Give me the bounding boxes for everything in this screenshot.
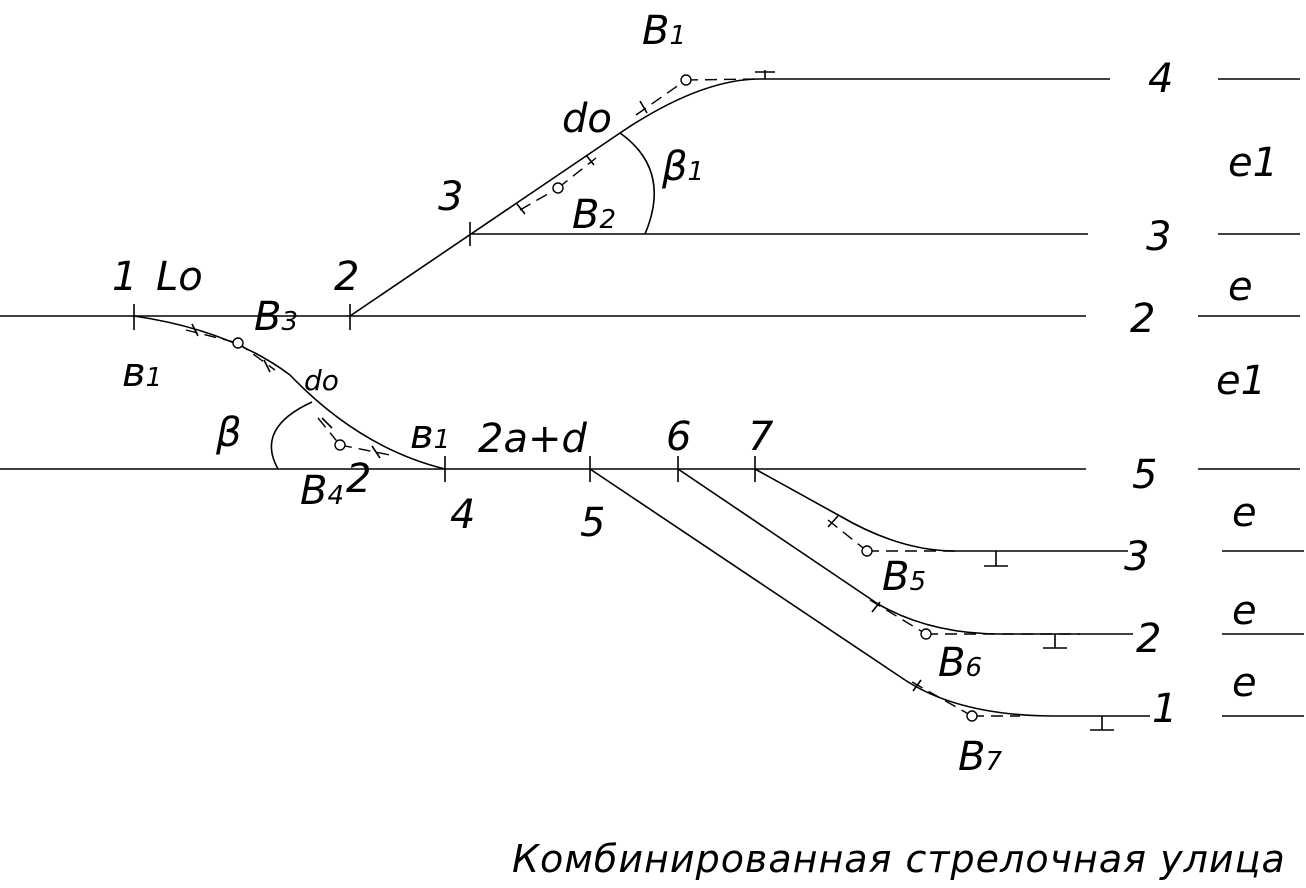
vertex-b7 (966, 710, 978, 722)
node-label-7: 7 (748, 414, 774, 460)
node-label-2: 2 (334, 254, 359, 300)
label-do-lower: do (304, 364, 339, 397)
diagonal-from-7 (754, 468, 841, 517)
curve-b1 (619, 78, 761, 134)
tangent-mark (639, 100, 648, 114)
tangent-mark (871, 601, 881, 613)
curve-label-b1: B1 (642, 8, 686, 54)
tangent-b3 (237, 342, 276, 371)
label-lo: Lo (156, 254, 203, 300)
tangent-b2 (557, 157, 597, 189)
tangent-mark (321, 417, 333, 429)
tangent-mark (585, 154, 595, 166)
diagonal-from-6 (677, 468, 879, 605)
track-number-1b: 1 (1152, 686, 1177, 732)
curve-b5 (839, 515, 956, 552)
tangent-mark (912, 679, 922, 692)
b1-mid-sub: 1 (434, 425, 451, 455)
b2-main: B (572, 192, 599, 238)
curve-label-b2: B2 (572, 192, 616, 238)
b4-main: B (300, 468, 327, 514)
b1-sub: 1 (669, 21, 686, 51)
vertex-b3 (232, 337, 244, 349)
track-number-2b: 2 (1136, 616, 1161, 662)
curve-label-b7: B7 (958, 734, 1002, 780)
label-2a-plus-d: 2a+d (478, 416, 587, 462)
tangent-mark (827, 515, 839, 528)
b5-sub: 5 (909, 567, 926, 597)
b5-main: B (882, 554, 909, 600)
b7-sub: 7 (985, 747, 1002, 777)
b4-sub: 4 (327, 481, 344, 511)
spacing-label: e1 (1216, 358, 1266, 404)
b1-left-sub: 1 (146, 363, 163, 393)
tangent-b4 (339, 444, 391, 456)
node-label-6: 6 (666, 414, 691, 460)
label-beta1: β1 (661, 144, 704, 190)
tangent-b1 (685, 78, 761, 81)
b1-mid-main: в (410, 412, 434, 458)
vertex-b4 (334, 439, 346, 451)
track-number-5: 5 (1132, 452, 1157, 498)
tangent-b3 (185, 329, 239, 344)
b2-sub: 2 (599, 205, 616, 235)
label-do-upper: do (562, 96, 612, 142)
track-number-2: 2 (1130, 296, 1155, 342)
curve-label-b3: B3 (254, 294, 298, 340)
node-label-1: 1 (112, 254, 137, 300)
b6-sub: 6 (965, 653, 982, 683)
vertex-b5 (861, 545, 873, 557)
curve-label-b5: B5 (882, 554, 926, 600)
node-label-3: 3 (438, 174, 463, 220)
track-number-3b: 3 (1124, 534, 1149, 580)
spacing-label: e (1232, 490, 1257, 536)
curve-b6 (877, 603, 1001, 635)
label-b1-left: в1 (122, 350, 162, 396)
label-b1-mid: в1 (410, 412, 450, 458)
b1-main: B (642, 8, 669, 54)
angle-beta-arc (270, 401, 313, 470)
tangent-mark (516, 203, 526, 215)
beta1-main: β (661, 144, 688, 190)
b1-left-main: в (122, 350, 146, 396)
tangent-b1 (635, 79, 687, 116)
track-number-3: 3 (1146, 214, 1171, 260)
label-two-near-b4: 2 (346, 456, 371, 502)
spacing-label: e (1232, 588, 1257, 634)
spacing-label: e (1232, 660, 1257, 706)
b3-main: B (254, 294, 281, 340)
curve-label-b6: B6 (938, 640, 982, 686)
vertex-b1 (680, 74, 692, 86)
b6-main: B (938, 640, 965, 686)
crossover-curve (133, 315, 446, 470)
b3-sub: 3 (281, 307, 298, 337)
curve-b7 (904, 679, 1056, 717)
tangent-b4 (317, 417, 341, 446)
tangent-mark (263, 359, 271, 373)
vertex-b2 (552, 182, 564, 194)
node-label-4: 4 (450, 492, 475, 538)
tangent-b6 (869, 599, 927, 635)
tangent-mark (371, 445, 381, 459)
tangent-b2 (519, 187, 559, 211)
tangent-b5 (827, 519, 868, 552)
vertex-b6 (920, 628, 932, 640)
track-number-4: 4 (1148, 56, 1173, 102)
diagram-caption: Комбинированная стрелочная улица (512, 837, 1286, 881)
node-label-5: 5 (580, 500, 605, 546)
tangent-mark (191, 323, 199, 337)
label-beta: β (215, 410, 242, 456)
b7-main: B (958, 734, 985, 780)
spacing-label: e (1228, 264, 1253, 310)
spacing-label: e1 (1228, 140, 1278, 186)
curve-label-b4: B4 (300, 468, 344, 514)
tangent-b7 (911, 681, 973, 717)
beta1-sub: 1 (688, 157, 705, 187)
ladder-upper-diagonal (349, 132, 621, 317)
angle-beta1-arc (619, 132, 656, 235)
diagonal-from-5 (589, 468, 906, 681)
